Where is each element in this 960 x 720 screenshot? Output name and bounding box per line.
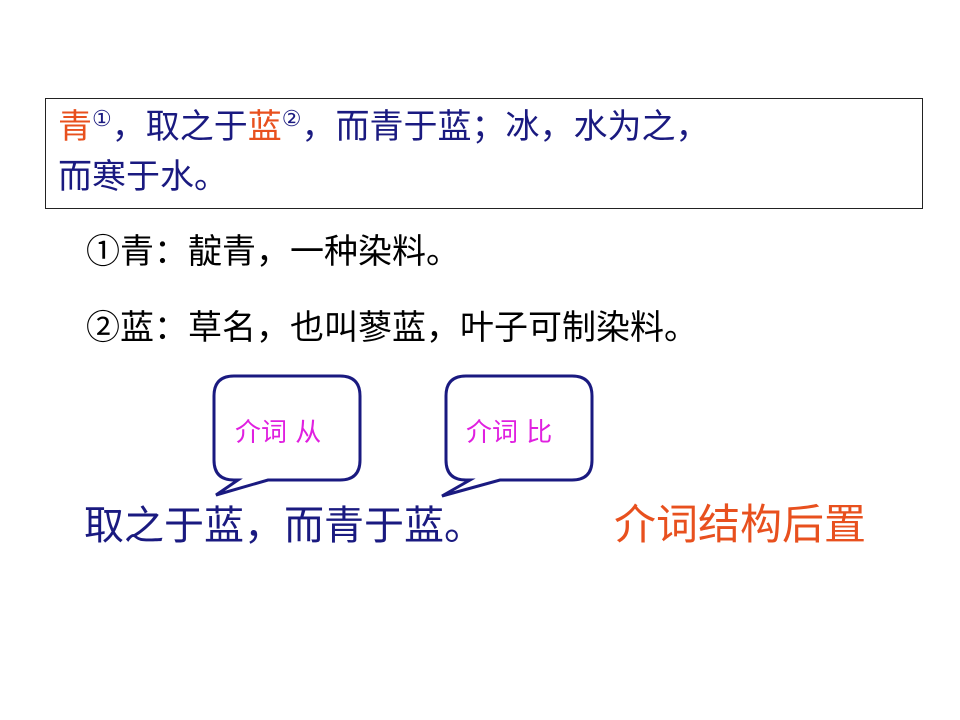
bubble-label-1: 介词 从 bbox=[235, 418, 322, 448]
quote-qing: 青 bbox=[58, 107, 92, 147]
note-1: ①青：靛青，一种染料。 bbox=[86, 232, 460, 272]
conclusion-text: 介词结构后置 bbox=[614, 500, 867, 549]
speech-bubble-2 bbox=[441, 374, 594, 498]
quote-lan: 蓝 bbox=[247, 107, 282, 147]
quote-box: 青①，取之于蓝②，而青于蓝；冰，水为之， 而寒于水。 bbox=[45, 98, 923, 209]
speech-bubble-1 bbox=[212, 374, 362, 497]
quote-part-b: ，而青于蓝；冰，水为之， bbox=[301, 107, 710, 147]
quote-line-2: 而寒于水。 bbox=[58, 157, 228, 197]
note-2: ②蓝：草名，也叫蓼蓝，叶子可制染料。 bbox=[86, 308, 698, 348]
quote-part-a: ，取之于 bbox=[111, 107, 248, 147]
example-sentence: 取之于蓝，而青于蓝。 bbox=[84, 503, 484, 549]
quote-line-1: 青①，取之于蓝②，而青于蓝；冰，水为之， bbox=[58, 107, 709, 152]
footnote-mark-2: ② bbox=[281, 107, 302, 132]
footnote-mark-1: ① bbox=[92, 107, 112, 132]
bubble-label-2: 介词 比 bbox=[466, 418, 553, 448]
